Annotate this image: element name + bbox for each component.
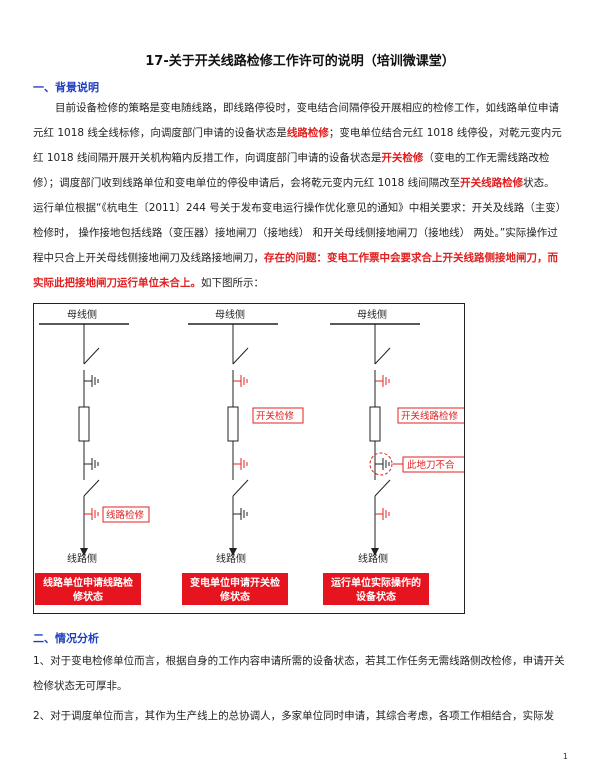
caption-box bbox=[323, 573, 429, 605]
text-run: 状态。运行单位根据“《杭电生〔2011〕244 号关于发布变电运行操作优化意见的… bbox=[33, 177, 562, 264]
section-heading-analysis: 二、情况分析 bbox=[33, 632, 99, 645]
ground-switch bbox=[84, 458, 99, 470]
page-number: 1 bbox=[562, 752, 568, 761]
ground-switch-open bbox=[375, 458, 390, 470]
highlight-breaker-maintenance: 开关检修 bbox=[381, 152, 424, 164]
breaker bbox=[227, 406, 239, 442]
analysis-paragraph-1: 1、对于变电检修单位而言，根据自身的工作内容申请所需的设备状态，若其工作任务无需… bbox=[33, 655, 565, 692]
breaker bbox=[369, 406, 381, 442]
annotation-box bbox=[252, 407, 304, 424]
analysis-paragraph-2: 2、对于调度单位而言，其作为生产线上的总协调人，多家单位同时申请，其综合考虑，各… bbox=[33, 710, 555, 722]
arrow-down-icon bbox=[80, 548, 88, 556]
ground-switch-red bbox=[84, 508, 99, 520]
caption-line: 设备状态 bbox=[356, 590, 396, 603]
line-side-label: 线路侧 bbox=[216, 552, 246, 565]
ground-switch-red bbox=[375, 508, 390, 520]
caption-box bbox=[35, 573, 141, 605]
caption-line: 修状态 bbox=[72, 590, 103, 603]
highlight-line-maintenance: 线路检修 bbox=[286, 127, 329, 139]
disconnector bbox=[232, 479, 249, 497]
annotation-mismatch: 此地刀不合 bbox=[407, 459, 455, 471]
disconnector bbox=[232, 347, 249, 365]
diagram-column-actual-operation: 母线侧 开关线路检修 此地刀不合 bbox=[323, 308, 467, 605]
highlight-problem: 存在的问题：变电工作票中会要求合上开关线路侧接地闸刀，而实际此把接地闸刀运行单位… bbox=[33, 252, 558, 289]
diagram-svg: 母线侧 bbox=[35, 308, 467, 605]
bus-side-label: 母线侧 bbox=[67, 308, 97, 321]
mismatch-circle bbox=[369, 452, 393, 476]
ground-switch-red bbox=[233, 375, 248, 387]
disconnector bbox=[83, 479, 100, 497]
text-run: 如下图所示： bbox=[201, 277, 264, 289]
ground-switch bbox=[84, 375, 99, 387]
arrow-down-icon bbox=[229, 548, 237, 556]
line-side-label: 线路侧 bbox=[67, 552, 97, 565]
caption-line: 运行单位实际操作的 bbox=[331, 576, 421, 589]
bus-side-label: 母线侧 bbox=[357, 308, 387, 321]
breaker bbox=[78, 406, 90, 442]
page-title: 17-关于开关线路检修工作许可的说明（培训微课堂） bbox=[145, 54, 455, 69]
text-run: ；变电单位结合元红 1018 线停役，对乾元变内元红 1018 线间隔开展开关机… bbox=[33, 127, 562, 164]
section-heading-background: 一、背景说明 bbox=[33, 81, 99, 94]
disconnector bbox=[374, 347, 391, 365]
line-side-label: 线路侧 bbox=[358, 552, 388, 565]
disconnector bbox=[83, 347, 100, 365]
caption-line: 修状态 bbox=[219, 590, 250, 603]
caption-line: 线路单位申请线路检 bbox=[43, 576, 133, 589]
ground-switch bbox=[233, 508, 248, 520]
caption-box bbox=[182, 573, 288, 605]
annotation-breaker-line-maintenance: 开关线路检修 bbox=[401, 410, 459, 422]
annotation-line-maintenance: 线路检修 bbox=[106, 509, 145, 521]
highlight-breaker-line-maintenance: 开关线路检修 bbox=[460, 177, 524, 189]
ground-switch-red bbox=[233, 458, 248, 470]
text-run: （变电的工作无需线路改检修）；调度部门收到线路单位和变电单位的停役申请后，会将乾… bbox=[33, 152, 550, 189]
annotation-box bbox=[102, 506, 150, 523]
ground-switch-red bbox=[375, 375, 390, 387]
diagram-column-breaker-maintenance: 母线侧 开关检修 bbox=[182, 308, 304, 605]
diagram-column-line-maintenance: 母线侧 bbox=[35, 308, 150, 605]
bus-side-label: 母线侧 bbox=[215, 308, 245, 321]
switch-diagram: 母线侧 bbox=[33, 303, 467, 614]
caption-line: 变电单位申请开关检 bbox=[190, 576, 280, 589]
annotation-breaker-maintenance: 开关检修 bbox=[256, 410, 295, 422]
arrow-down-icon bbox=[371, 548, 379, 556]
disconnector bbox=[374, 479, 391, 497]
text-run: 目前设备检修的策略是变电随线路，即线路停役时，变电结合间隔停役开展相应的检修工作… bbox=[33, 102, 560, 139]
background-paragraph: 目前设备检修的策略是变电随线路，即线路停役时，变电结合间隔停役开展相应的检修工作… bbox=[33, 96, 565, 296]
